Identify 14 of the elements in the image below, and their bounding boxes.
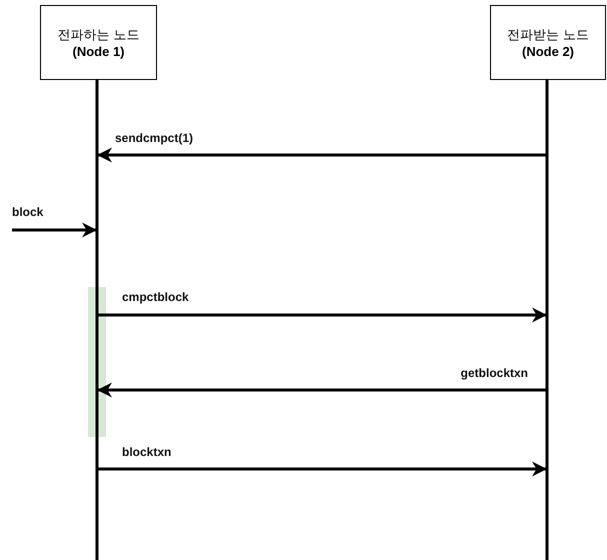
participant-id: (Node 1): [72, 44, 124, 59]
arrow: [97, 462, 547, 476]
message-label: cmpctblock: [122, 290, 189, 304]
arrow: [12, 222, 97, 238]
arrow: [97, 308, 547, 322]
message-label: sendcmpct(1): [115, 131, 194, 145]
participant-name: 전파받는 노드: [507, 26, 589, 44]
arrow: [97, 382, 547, 398]
arrow: [97, 148, 547, 162]
message-label: blocktxn: [122, 445, 172, 459]
participant-name: 전파하는 노드: [58, 26, 140, 44]
message-label: block: [12, 205, 44, 219]
message-label: getblocktxn: [460, 366, 528, 380]
participant-id: (Node 2): [522, 44, 574, 59]
